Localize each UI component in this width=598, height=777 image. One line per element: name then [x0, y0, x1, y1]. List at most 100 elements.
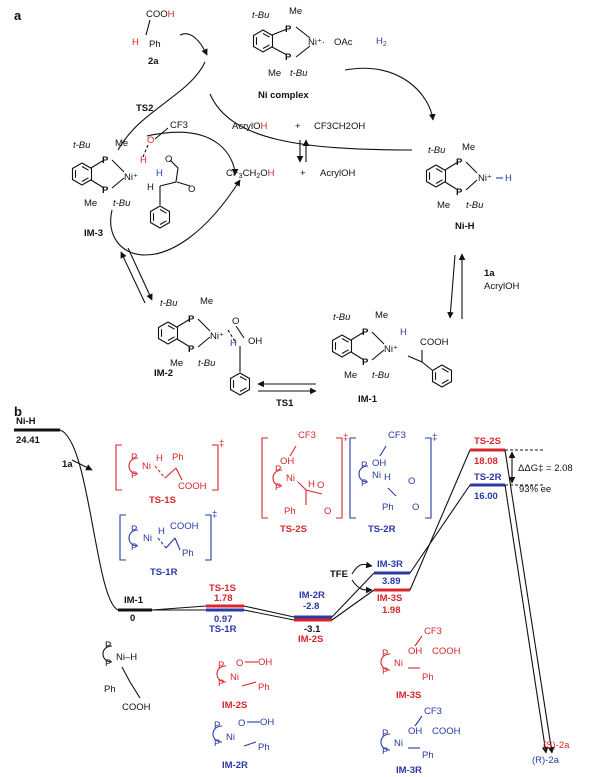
tbu-label: t-Bu — [160, 298, 178, 309]
h-atom: H — [132, 37, 139, 48]
level-value-ts1r: 0.97 — [214, 614, 233, 625]
tbu-label: t-Bu — [113, 198, 131, 209]
svg-text:P: P — [382, 666, 388, 677]
oh-label: OH — [372, 458, 386, 469]
plus-1: + — [295, 121, 301, 132]
ph-label: Ph — [104, 684, 116, 695]
level-value-im2r: -2.8 — [303, 601, 319, 612]
svg-text:P: P — [105, 658, 111, 669]
h-atom: H — [147, 182, 154, 193]
level-name-ts1r: TS-1R — [209, 624, 237, 635]
svg-text:P: P — [131, 470, 137, 481]
cooh-label: COOH — [420, 337, 449, 348]
level-name-ts1s: TS-1S — [209, 583, 236, 594]
acryloh-bottom: AcrylOH — [320, 168, 356, 179]
svg-text:P: P — [214, 738, 220, 749]
level-name-im3s: IM-3S — [377, 593, 402, 604]
me-label: Me — [344, 370, 357, 381]
product-r-2a: (R)-2a — [532, 755, 560, 766]
ni-atom: Ni⁺ — [124, 172, 138, 183]
svg-text:O: O — [236, 658, 243, 669]
ni-complex-structure: P P t-Bu Me Me t-Bu Ni⁺· OAc Ni complex — [252, 6, 353, 101]
me-label: Me — [200, 296, 213, 307]
ph-label: Ph — [422, 750, 434, 761]
acryloh-right: AcrylOH — [484, 281, 520, 292]
cooh-label: COOH — [146, 9, 175, 20]
plus-2: + — [300, 168, 306, 179]
ph-label: Ph — [284, 506, 296, 517]
tfe-formula-top: CF3CH2OH — [314, 121, 365, 132]
im1-structure: P P t-Bu Me Me t-Bu Ni⁺ H COOH IM-1 — [331, 310, 453, 405]
ph-label: Ph — [258, 682, 270, 693]
svg-text:H: H — [308, 479, 315, 490]
p-atom: P — [362, 357, 369, 368]
p-atom: P — [188, 314, 195, 325]
svg-text:Ni: Ni — [226, 732, 235, 743]
level-name-ts2r: TS-2R — [474, 472, 502, 483]
dagger: ‡ — [343, 432, 348, 443]
im3s-small-structure: CF3 OH COOH P P Ni Ph IM-3S — [380, 626, 461, 701]
p-atom: P — [362, 327, 369, 338]
level-name-ts2s: TS-2S — [474, 436, 501, 447]
svg-text:P: P — [275, 482, 281, 493]
ni-complex-label: Ni complex — [258, 90, 309, 101]
ts1r-structure: ‡ P P Ni H COOH Ph TS-1R — [119, 509, 217, 578]
ts2r-structure: ‡ CF3 OH P P Ni H Ph O O TS-2R — [349, 430, 437, 535]
me-label: Me — [84, 198, 97, 209]
svg-text:O: O — [238, 718, 245, 729]
product-2a-label: 2a — [148, 56, 159, 67]
o-atom: O — [147, 135, 154, 146]
cf3-label: CF3 — [170, 120, 188, 131]
reagent-1a: 1a — [484, 268, 495, 279]
svg-text:O: O — [408, 476, 415, 487]
svg-text:P: P — [275, 464, 281, 475]
tbu-label: t-Bu — [466, 200, 484, 211]
im3r-label: IM-3R — [396, 765, 422, 776]
ni-atom: Ni⁺· — [308, 37, 325, 48]
tbu-label: t-Bu — [198, 358, 216, 369]
svg-text:Ni: Ni — [286, 473, 295, 484]
panel-b-label: b — [14, 404, 22, 419]
svg-text:Ni: Ni — [143, 533, 152, 544]
svg-text:P: P — [131, 524, 137, 535]
o-atom: O — [232, 316, 239, 327]
svg-text:H: H — [156, 453, 163, 464]
tbu-label: t-Bu — [333, 312, 351, 323]
cf3-label: CF3 — [298, 430, 316, 441]
im3r-small-structure: CF3 OH COOH P P Ni Ph IM-3R — [380, 706, 461, 776]
tbu-label: t-Bu — [372, 370, 390, 381]
level-value-ts2s: 18.08 — [474, 456, 498, 467]
svg-text:Ni: Ni — [372, 470, 381, 481]
im2s-small-structure: P P Ni O OH Ph IM-2S — [216, 657, 272, 711]
ph-label: Ph — [422, 672, 434, 683]
me-label: Me — [289, 6, 302, 17]
o-atom: O — [165, 154, 172, 165]
ph-label: Ph — [172, 452, 184, 463]
oh-label: OH — [260, 717, 274, 728]
level-value-im3r: 3.89 — [382, 576, 401, 587]
ph-label: Ph — [258, 742, 270, 753]
svg-text:P: P — [105, 640, 111, 651]
level-name-im2r: IM-2R — [299, 590, 325, 601]
p-atom: P — [285, 24, 292, 35]
ts2s-structure: ‡ CF3 OH P P Ni H Ph O O TS-2S — [261, 430, 348, 535]
tbu-label: t-Bu — [290, 68, 308, 79]
oh-label: OH — [258, 657, 272, 668]
svg-text:Ni: Ni — [230, 672, 239, 683]
im1-small-structure: P P Ni–H Ph COOH — [102, 640, 151, 713]
ts1-label: TS1 — [276, 398, 294, 409]
svg-text:P: P — [214, 720, 220, 731]
ts1s-label: TS-1S — [149, 495, 176, 506]
me-label: Me — [170, 358, 183, 369]
acryloh-left: AcrylOH — [232, 121, 268, 132]
ni-h-structure: P P t-Bu Me Me t-Bu Ni⁺ H Ni-H — [425, 142, 512, 232]
svg-text:P: P — [382, 648, 388, 659]
oh-label: OH — [280, 456, 294, 467]
ni-h-label: Ni-H — [455, 221, 475, 232]
svg-text:P: P — [131, 452, 137, 463]
p-atom: P — [456, 157, 463, 168]
level-name-im3r: IM-3R — [377, 559, 403, 570]
me-label: Me — [462, 142, 475, 153]
tfe-label: TFE — [330, 569, 348, 580]
